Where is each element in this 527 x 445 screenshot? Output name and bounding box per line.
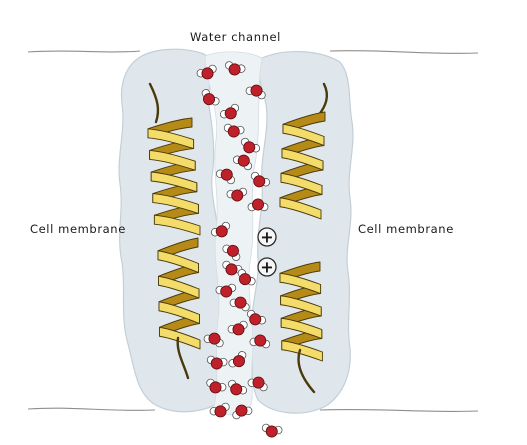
water-molecule xyxy=(240,137,261,154)
water-molecule xyxy=(219,103,240,120)
water-molecule xyxy=(222,244,241,261)
water-molecule xyxy=(261,423,283,438)
water-molecule xyxy=(237,269,256,286)
water-molecule xyxy=(215,283,237,298)
positive-ion: + xyxy=(257,227,277,247)
water-molecule xyxy=(246,309,267,326)
water-molecule xyxy=(245,84,266,100)
water-molecule xyxy=(249,334,271,349)
membrane-top-line xyxy=(27,50,141,53)
positive-ion-symbol: + xyxy=(260,258,273,277)
water-molecule xyxy=(232,154,253,171)
water-molecule xyxy=(247,198,269,212)
water-molecule xyxy=(215,168,236,185)
membrane-bottom-line xyxy=(27,407,156,411)
alpha-helix xyxy=(279,261,323,394)
cell-membrane-label-left: Cell membrane xyxy=(30,222,126,236)
water-molecule xyxy=(247,376,268,392)
alpha-helix xyxy=(157,237,201,380)
water-molecule xyxy=(228,351,247,368)
positive-ion-symbol: + xyxy=(260,228,273,247)
water-channel-label: Water channel xyxy=(190,30,281,44)
water-molecule xyxy=(225,61,246,76)
membrane-bottom-line-right xyxy=(319,408,479,413)
water-molecule xyxy=(201,89,220,106)
alpha-helix xyxy=(279,82,329,220)
water-molecule xyxy=(206,378,227,394)
water-molecule xyxy=(227,379,248,396)
water-molecule xyxy=(226,187,248,202)
alpha-helix xyxy=(147,82,201,236)
water-molecule xyxy=(223,123,245,138)
water-molecule xyxy=(209,402,230,418)
water-molecule xyxy=(232,404,253,420)
positive-ion: + xyxy=(257,257,277,277)
water-molecule-group xyxy=(196,61,283,438)
cell-membrane-label-right: Cell membrane xyxy=(358,222,454,236)
water-molecule xyxy=(203,332,224,348)
water-molecule xyxy=(229,296,250,312)
membrane-top-line-right xyxy=(329,50,479,54)
water-molecule xyxy=(250,171,271,188)
water-molecule xyxy=(227,320,248,336)
helix-group xyxy=(147,82,329,394)
water-molecule xyxy=(196,64,217,80)
water-molecule xyxy=(206,355,228,370)
water-molecule xyxy=(210,221,231,238)
